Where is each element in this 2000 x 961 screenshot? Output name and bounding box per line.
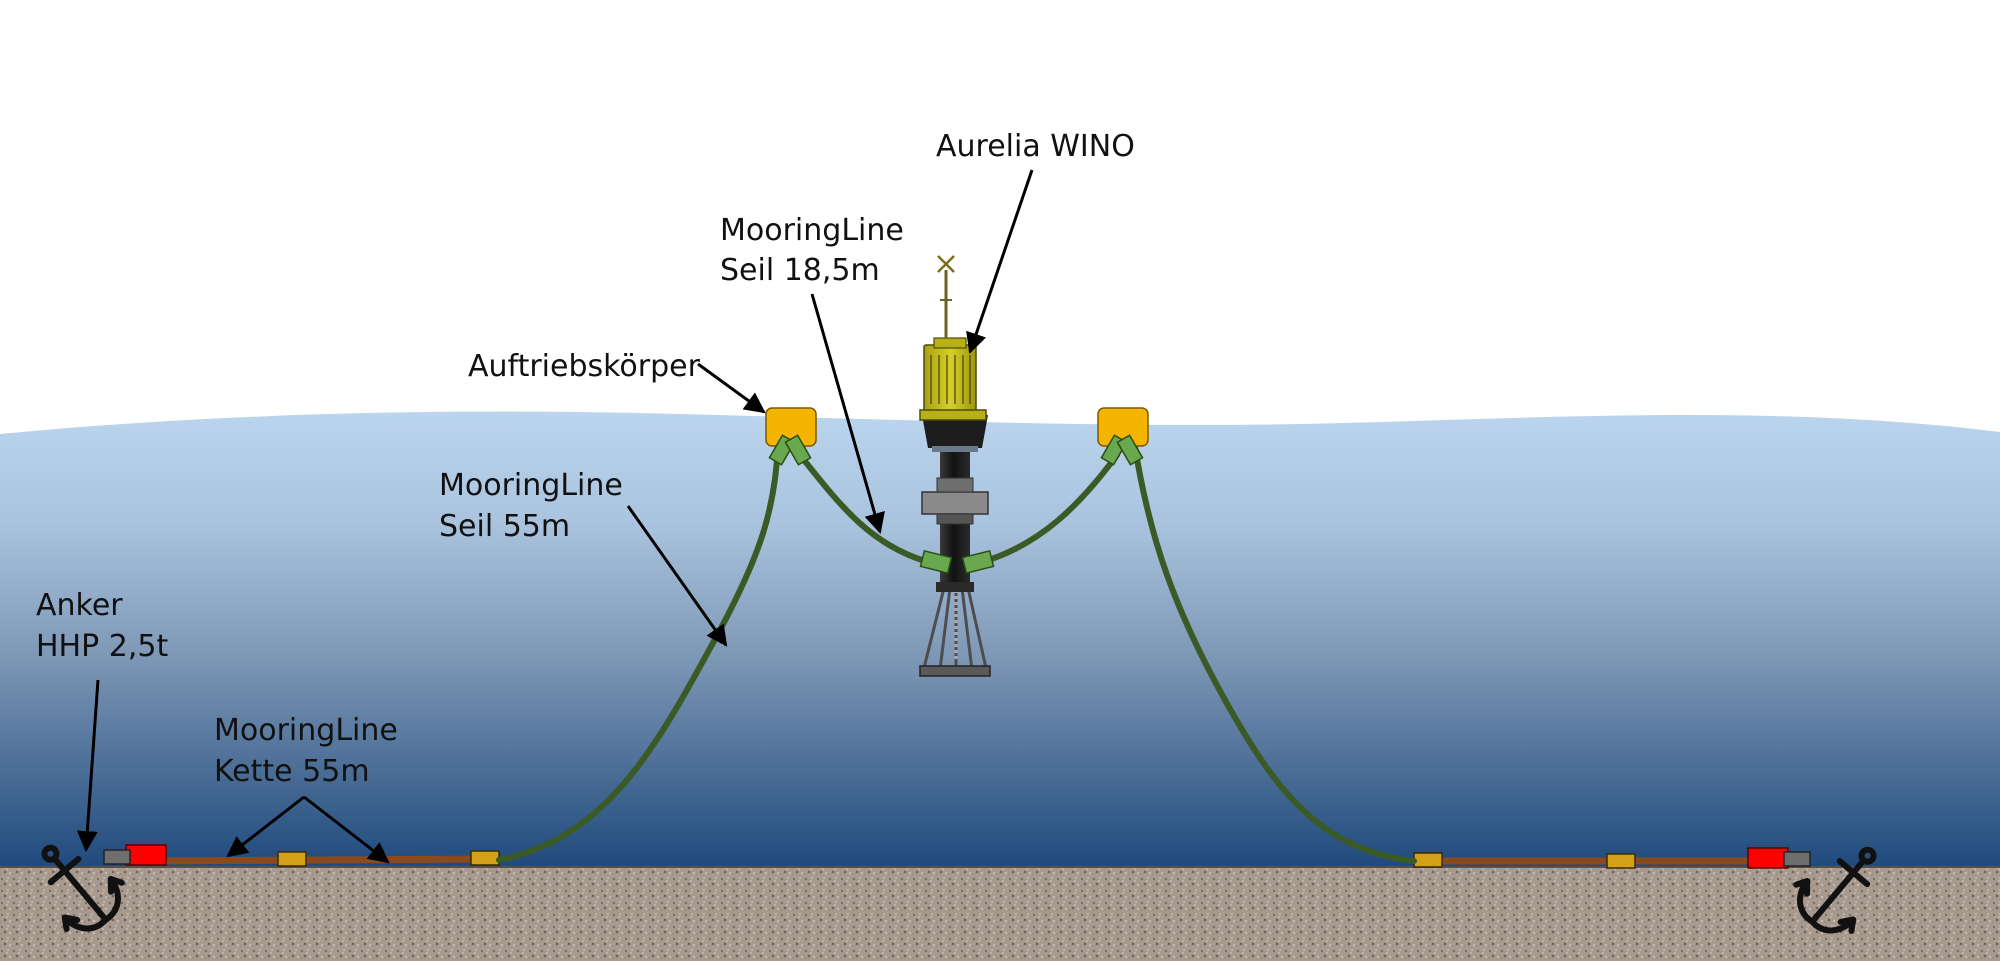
label-chain-line2: Kette 55m <box>214 754 370 789</box>
anchor-icon <box>1793 846 1877 934</box>
arrow-chain-a <box>226 795 305 858</box>
label-chain-line1: MooringLine <box>214 713 398 748</box>
shackle-left <box>103 849 131 865</box>
connector-float-left-b <box>784 434 812 466</box>
connector-buoy-right <box>961 549 995 575</box>
callout-arrows <box>76 169 1034 864</box>
chain-clamp-left-1 <box>277 851 307 867</box>
chain-clamp-right-1 <box>1413 852 1443 868</box>
aurelia-wino-buoy <box>919 255 991 677</box>
rope-short-right <box>979 452 1120 565</box>
water-body <box>0 411 2000 868</box>
chain-clamp-left-2 <box>470 850 500 866</box>
arrow-aurelia <box>966 169 1034 354</box>
weight-left <box>125 844 167 866</box>
rope-short-left <box>797 452 931 565</box>
label-mooring-rope-line2: Seil 55m <box>439 509 570 544</box>
label-mooring-short-line1: MooringLine <box>720 213 904 248</box>
chain-clamp-right-2 <box>1606 853 1636 869</box>
buoy-top <box>923 344 977 414</box>
anchor-icon <box>41 844 125 932</box>
shackle-right <box>1783 851 1811 867</box>
label-mooring-rope-line1: MooringLine <box>439 468 623 503</box>
chain-left <box>156 855 494 865</box>
label-buoyancy: Auftriebskörper <box>468 349 701 384</box>
label-mooring-short-line2: Seil 18,5m <box>720 253 880 288</box>
arrow-buoyancy <box>697 362 766 414</box>
wind-sensor-icon <box>937 255 955 273</box>
rope-long-right <box>1132 444 1417 864</box>
buoy-collar <box>921 491 989 515</box>
arrow-chain-b <box>303 795 390 864</box>
weight-right <box>1747 847 1789 869</box>
arrow-anchor <box>76 679 100 853</box>
connector-buoy-left <box>919 549 953 575</box>
seabed <box>0 866 2000 961</box>
arrow-mooring-short <box>810 293 885 535</box>
label-anchor-line1: Anker <box>36 588 123 623</box>
label-anchor-line2: HHP 2,5t <box>36 629 168 664</box>
rope-long-left <box>496 442 781 863</box>
arrow-mooring-rope <box>626 505 728 647</box>
label-aurelia: Aurelia WINO <box>936 129 1135 164</box>
connector-float-right-b <box>1116 434 1144 466</box>
